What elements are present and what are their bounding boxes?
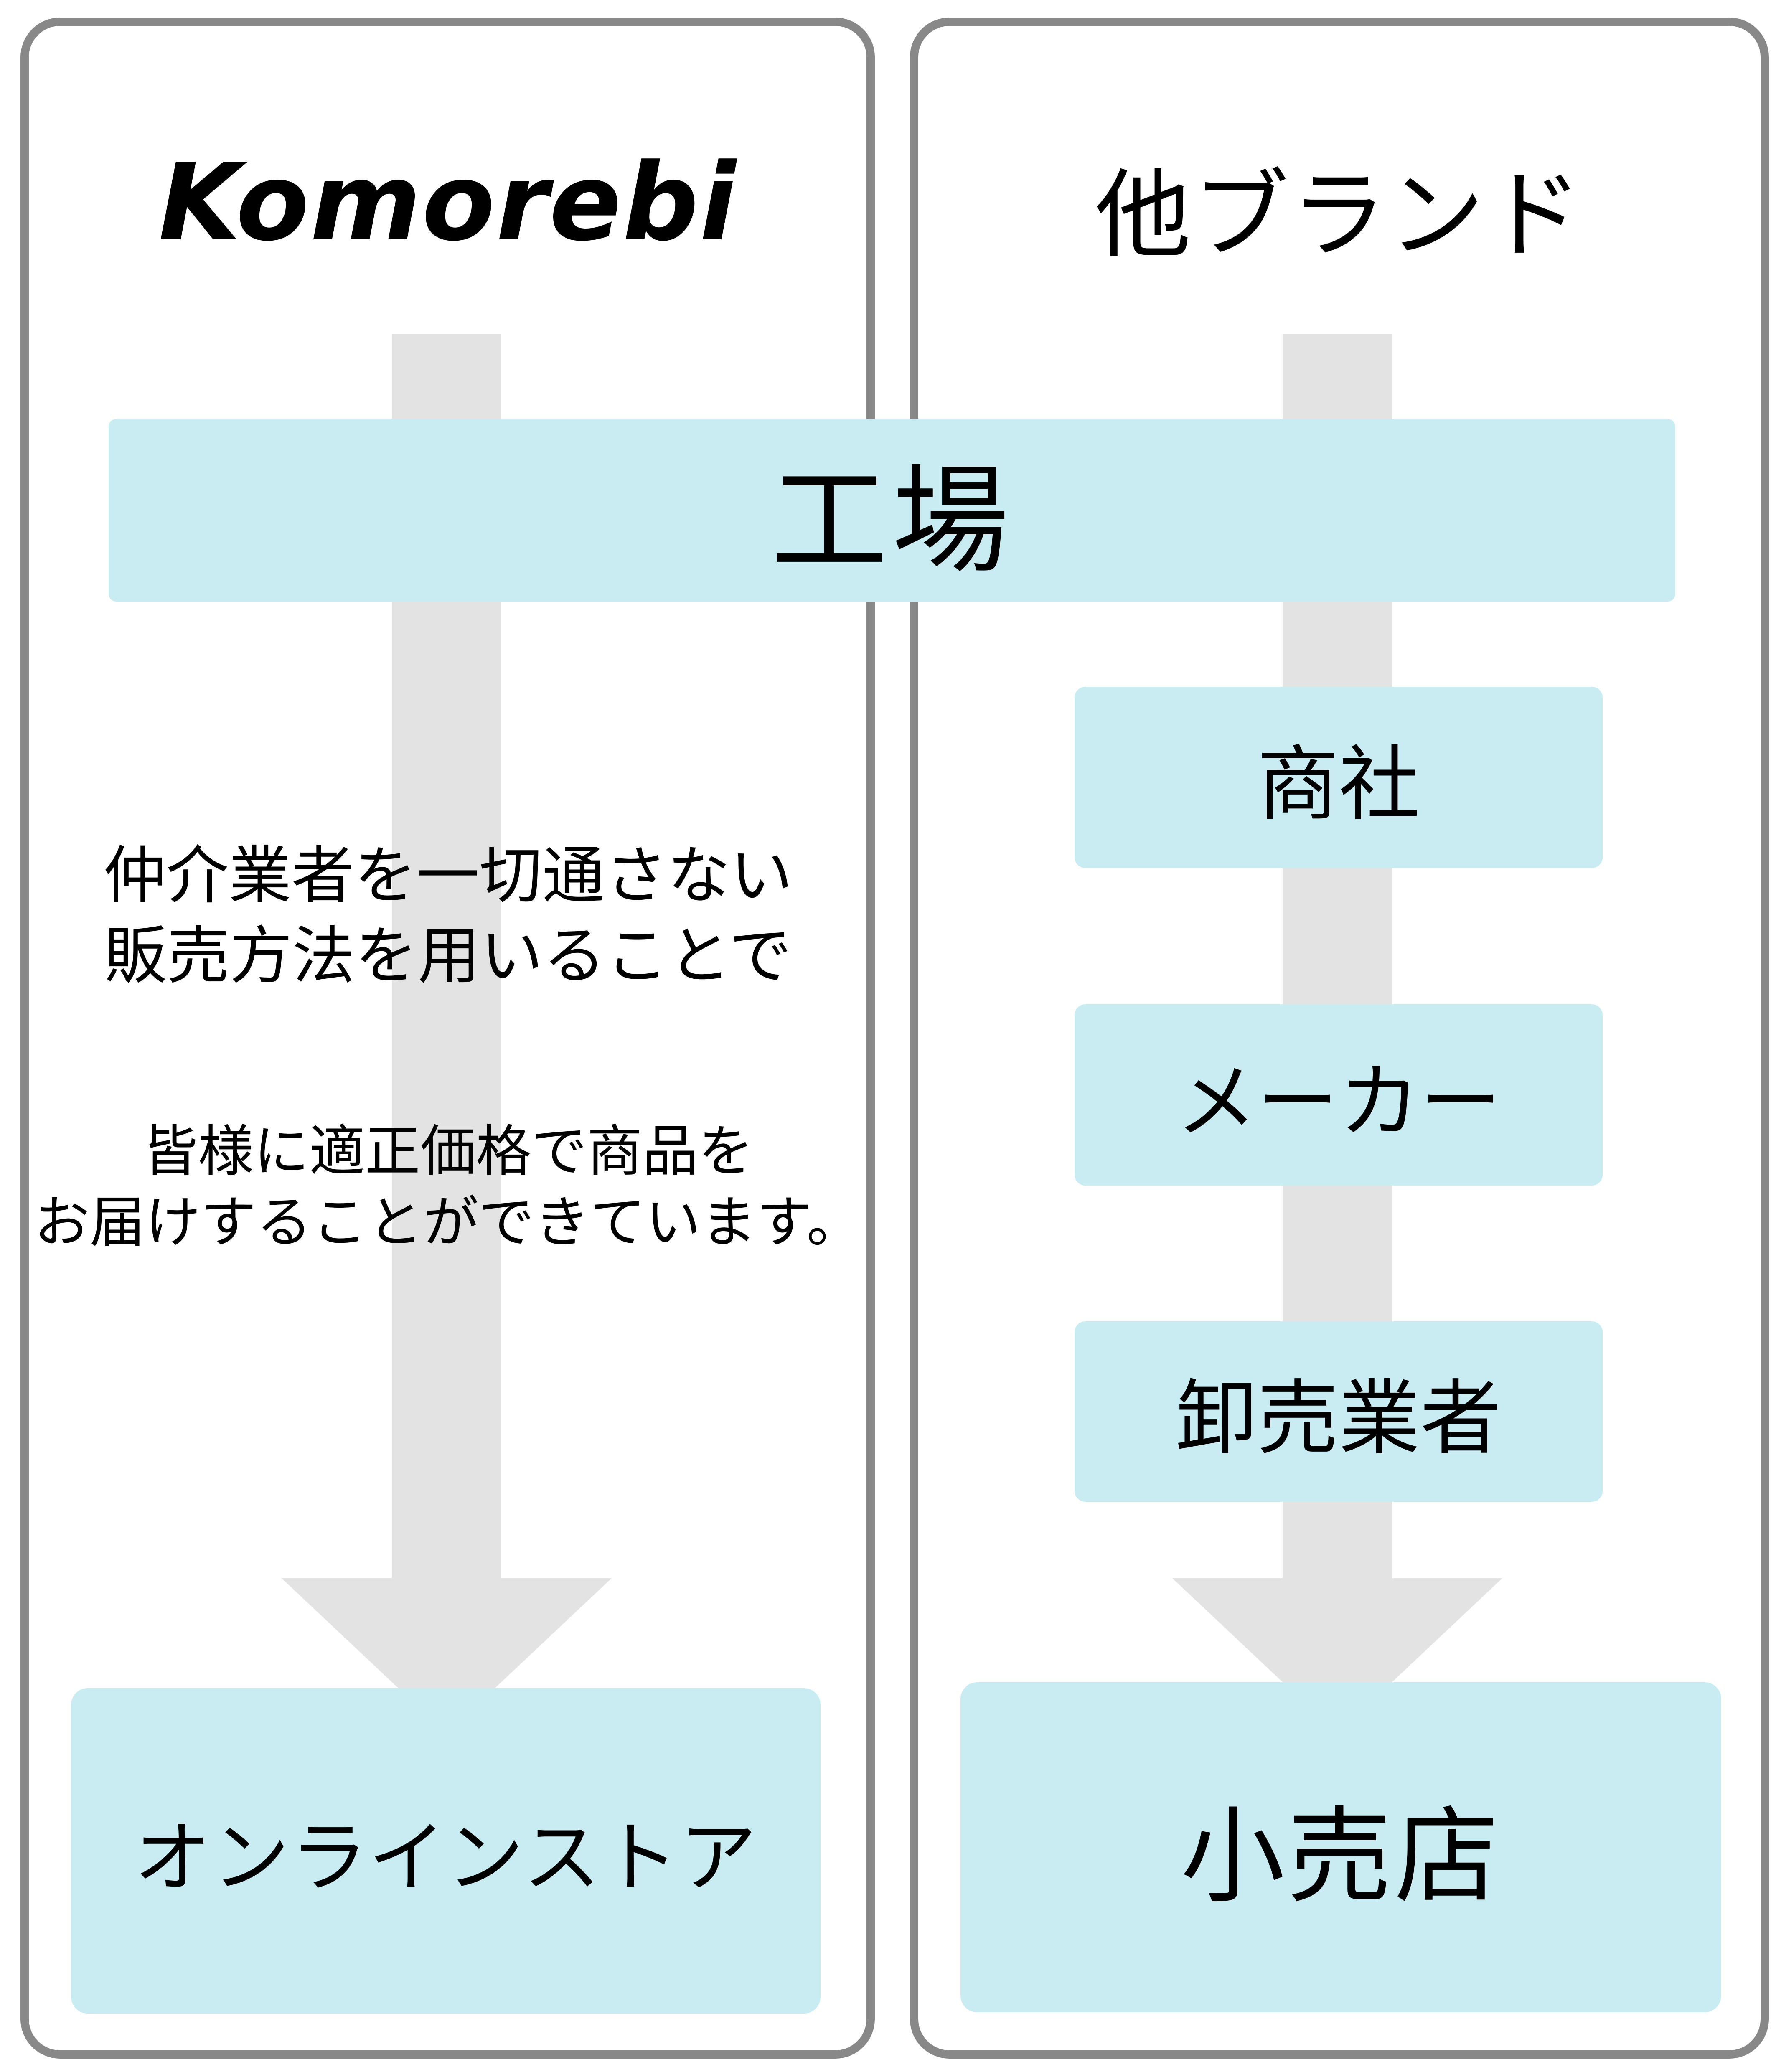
retail-store-label: 小売店 (1180, 1798, 1502, 1915)
komorebi-title: Komorebi (158, 140, 737, 265)
step-label: メーカー (1176, 1056, 1502, 1148)
step-box-manufacturer: メーカー (1075, 1004, 1603, 1186)
factory-label: 工場 (771, 456, 1013, 587)
step-label: 商社 (1257, 739, 1420, 830)
factory-band: 工場 (109, 419, 1675, 602)
note-paragraph-direct-sales: 仲介業者を一切通さない 販売方法を用いることで (38, 835, 859, 996)
step-box-wholesaler: 卸売業者 (1075, 1321, 1603, 1502)
step-box-trading-company: 商社 (1075, 687, 1603, 868)
retail-store-box: 小売店 (960, 1682, 1721, 2012)
other-brands-title: 他ブランド (1095, 161, 1584, 269)
note-line: 仲介業者を一切通さない (103, 840, 793, 911)
step-label: 卸売業者 (1176, 1373, 1502, 1464)
online-store-box: オンラインストア (71, 1688, 821, 2014)
online-store-label: オンラインストア (134, 1815, 758, 1901)
note-line: 販売方法を用いることで (104, 921, 792, 991)
note-line: お届けすることができています。 (34, 1192, 862, 1254)
note-line: 皆様に適正価格で商品を (142, 1121, 754, 1183)
note-paragraph-fair-price: 皆様に適正価格で商品を お届けすることができています。 (23, 1116, 873, 1258)
